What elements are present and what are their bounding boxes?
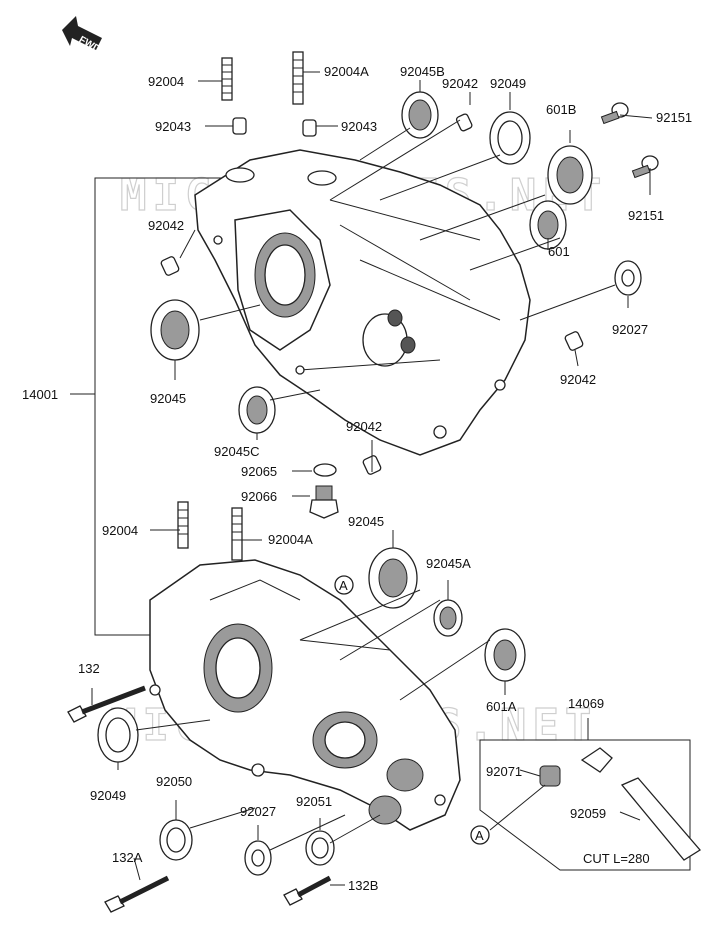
label-92045C: 92045C xyxy=(214,444,260,459)
screw-92151-b xyxy=(631,155,659,179)
svg-text:A: A xyxy=(475,828,484,843)
label-92049-low: 92049 xyxy=(90,788,126,803)
label-14069: 14069 xyxy=(568,696,604,711)
stud-92004A-low xyxy=(231,507,243,561)
hose-kit-box xyxy=(479,718,691,871)
svg-text:A: A xyxy=(339,578,348,593)
label-cut-length: CUT L=280 xyxy=(583,851,650,866)
drain-plug-92066 xyxy=(309,485,339,519)
label-92065: 92065 xyxy=(241,464,277,479)
label-92027-right: 92027 xyxy=(612,322,648,337)
bolt-132 xyxy=(67,685,146,723)
bearing-92045B xyxy=(401,91,439,139)
washer-92027-right xyxy=(614,260,642,296)
bearing-92045-low xyxy=(368,547,418,609)
label-92004A-top: 92004A xyxy=(324,64,369,79)
bolt-132B xyxy=(283,875,332,906)
seal-92050 xyxy=(159,819,193,861)
label-14001: 14001 xyxy=(22,387,58,402)
callout-a-lower: A xyxy=(470,825,490,845)
seal-92049-top xyxy=(489,111,531,165)
label-92027-low: 92027 xyxy=(240,804,276,819)
label-92066: 92066 xyxy=(241,489,277,504)
label-132B: 132B xyxy=(348,878,378,893)
label-601B: 601B xyxy=(546,102,576,117)
label-92151-a: 92151 xyxy=(656,110,692,125)
label-132: 132 xyxy=(78,661,100,676)
label-92042-mid: 92042 xyxy=(346,419,382,434)
label-92059: 92059 xyxy=(570,806,606,821)
dowel-92042-left xyxy=(160,256,180,276)
label-92042-left: 92042 xyxy=(148,218,184,233)
washer-92027-low xyxy=(244,840,272,876)
seal-92049-low xyxy=(97,707,139,763)
bearing-601B xyxy=(547,145,593,205)
stud-92004-low xyxy=(177,501,189,549)
label-92051: 92051 xyxy=(296,794,332,809)
screw-92151-a xyxy=(600,102,629,125)
label-92004-top: 92004 xyxy=(148,74,184,89)
label-92045A: 92045A xyxy=(426,556,471,571)
upper-crankcase-half xyxy=(194,149,531,456)
label-92050: 92050 xyxy=(156,774,192,789)
washer-92065 xyxy=(313,463,337,477)
bearing-601A xyxy=(484,628,526,682)
callout-a-upper: A xyxy=(334,575,354,595)
dowel-92042-right xyxy=(564,331,584,351)
label-92004A-low: 92004A xyxy=(268,532,313,547)
stud-92004A-top xyxy=(292,51,304,105)
label-92043-left: 92043 xyxy=(155,119,191,134)
bolt-132A xyxy=(104,875,170,913)
label-92042-right: 92042 xyxy=(560,372,596,387)
label-92049-top: 92049 xyxy=(490,76,526,91)
hose-clamp-92071 xyxy=(539,765,561,787)
assembly-bracket xyxy=(94,177,300,636)
bearing-92045C xyxy=(238,386,276,434)
label-92042-top: 92042 xyxy=(442,76,478,91)
label-601A: 601A xyxy=(486,699,517,714)
seal-92051 xyxy=(305,830,335,866)
fwd-arrow-icon: FWD xyxy=(62,16,102,55)
bearing-92045-left xyxy=(150,299,200,361)
bearing-601 xyxy=(529,200,567,250)
label-92045-low: 92045 xyxy=(348,514,384,529)
label-92151-b: 92151 xyxy=(628,208,664,223)
label-601: 601 xyxy=(548,244,570,259)
hose-elbow xyxy=(580,747,613,773)
hose-92059 xyxy=(620,777,701,861)
label-132A: 132A xyxy=(112,850,143,865)
lower-crankcase-half xyxy=(149,559,461,831)
bearing-92045A xyxy=(433,599,463,637)
label-92004-low: 92004 xyxy=(102,523,138,538)
dowel-92042-top xyxy=(455,113,473,132)
label-92045B: 92045B xyxy=(400,64,445,79)
dowel-92043-right xyxy=(302,119,317,137)
stud-92004-top xyxy=(221,57,233,101)
dowel-92043-left xyxy=(232,117,247,135)
label-92071: 92071 xyxy=(486,764,522,779)
label-92043-right: 92043 xyxy=(341,119,377,134)
label-92045-left: 92045 xyxy=(150,391,186,406)
